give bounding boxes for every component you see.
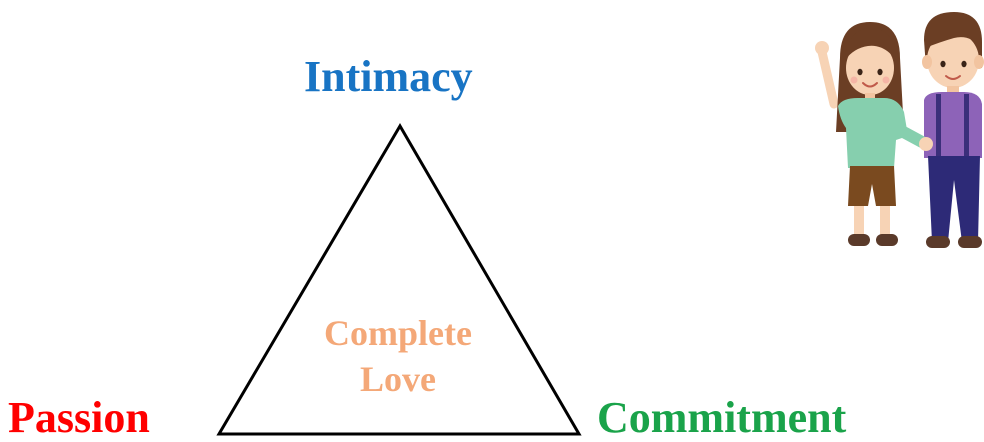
label-passion: Passion xyxy=(8,393,150,442)
center-label: Complete Love xyxy=(288,310,508,402)
center-label-line1: Complete xyxy=(324,313,472,353)
couple-icon xyxy=(815,12,984,248)
triangle-outline xyxy=(216,123,582,436)
girl-figure xyxy=(815,22,933,246)
label-intimacy: Intimacy xyxy=(304,52,473,101)
boy-figure xyxy=(922,12,984,248)
center-label-line2: Love xyxy=(360,359,436,399)
label-commitment: Commitment xyxy=(597,393,847,442)
